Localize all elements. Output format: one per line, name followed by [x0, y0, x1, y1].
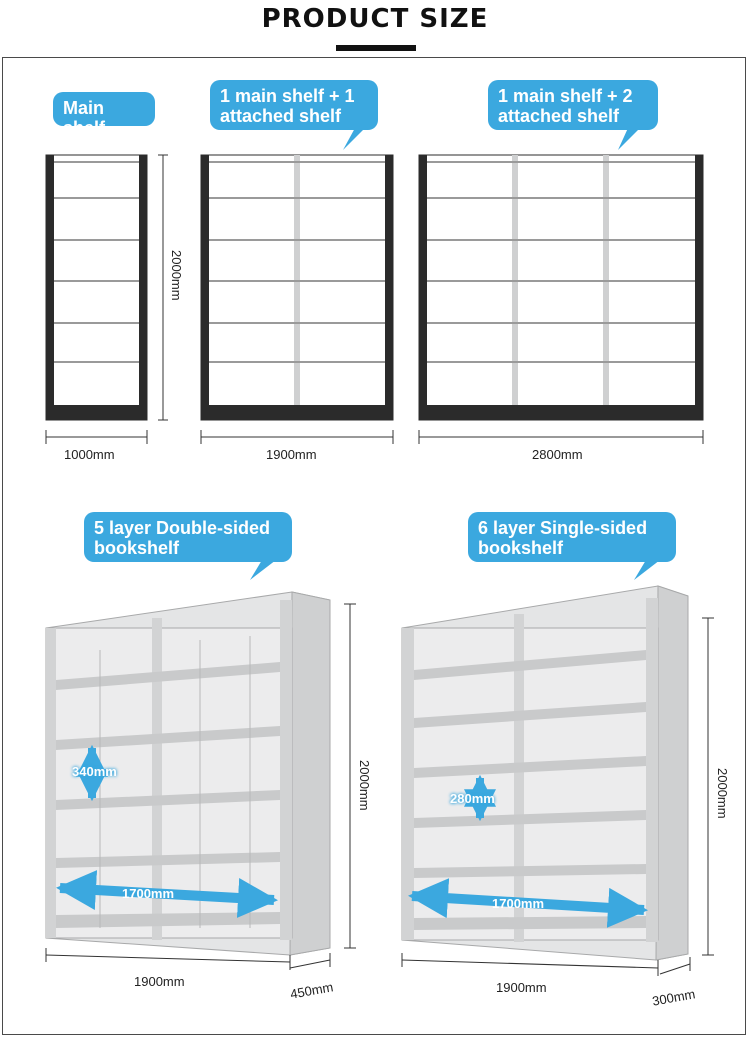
top-width-3-label: 2800mm — [532, 447, 583, 462]
width-dimension-lines — [45, 430, 704, 444]
bubble-tail — [250, 560, 276, 580]
single-dimension-lines — [401, 617, 714, 976]
two-attached-shelf-illustration — [418, 154, 704, 421]
double-inner-width-label: 1700mm — [122, 886, 175, 901]
inner-width-arrow — [408, 878, 648, 928]
bubble-tail — [618, 128, 640, 150]
single-sided-bubble: 6 layer Single-sided bookshelf — [468, 512, 676, 562]
header: PRODUCT SIZE — [0, 0, 750, 60]
top-width-2-label: 1900mm — [266, 447, 317, 462]
height-dimension-line — [158, 154, 168, 421]
single-width-label: 1900mm — [496, 980, 547, 995]
double-layer-gap-label: 340mm — [72, 764, 117, 779]
single-layer-gap-label: 280mm — [450, 791, 495, 806]
content-frame — [2, 57, 746, 1035]
two-attached-bubble: 1 main shelf + 2 attached shelf — [488, 80, 658, 130]
double-dimension-lines — [45, 603, 356, 970]
one-attached-shelf-illustration — [200, 154, 394, 421]
inner-width-arrow — [56, 870, 278, 918]
main-shelf-illustration — [45, 154, 148, 421]
top-height-label: 2000mm — [169, 250, 184, 301]
single-inner-width-label: 1700mm — [492, 896, 545, 911]
double-sided-bubble: 5 layer Double-sided bookshelf — [84, 512, 292, 562]
one-attached-bubble: 1 main shelf + 1 attached shelf — [210, 80, 378, 130]
main-shelf-bubble: Main shelf — [53, 92, 155, 138]
double-width-label: 1900mm — [134, 974, 185, 989]
title-underline — [336, 45, 416, 51]
double-height-label: 2000mm — [357, 760, 372, 811]
bubble-tail — [634, 560, 660, 580]
bubble-tail — [343, 128, 365, 150]
single-height-label: 2000mm — [715, 768, 730, 819]
top-width-1-label: 1000mm — [64, 447, 115, 462]
page-title: PRODUCT SIZE — [261, 4, 489, 34]
